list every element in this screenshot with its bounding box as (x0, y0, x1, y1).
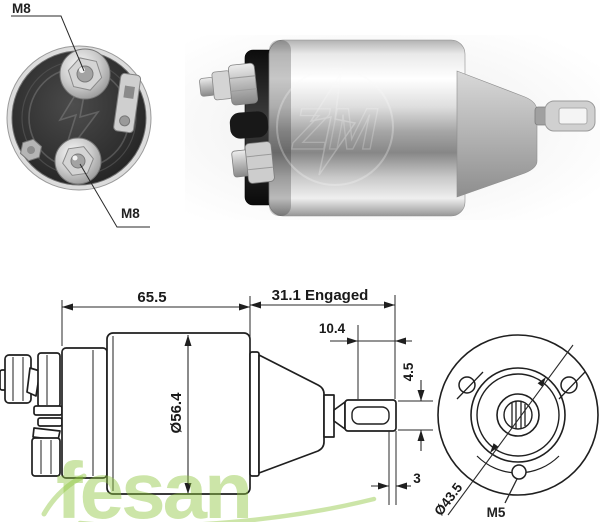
drawn-ring (249, 351, 260, 477)
screw-hole-left (458, 376, 476, 394)
leader-line-m5 (504, 478, 518, 504)
plunger-eye-hole (558, 107, 588, 125)
terminal-stud-top (59, 48, 111, 100)
zm-logo-watermark: ZM (276, 68, 394, 186)
dim-plunger-depth: 10.4 (319, 321, 346, 336)
body-shade-left (269, 40, 291, 216)
solenoid-rear-face (6, 45, 152, 191)
label-m8-top: M8 (12, 1, 31, 16)
zm-watermark-text: ZM (291, 97, 378, 162)
dim-engaged-length: 31.1 Engaged (272, 287, 369, 304)
small-nut (19, 138, 43, 162)
drawn-rod-tip (333, 401, 346, 430)
terminal-stud-assembly-bottom (231, 141, 275, 184)
drawn-terminals (0, 352, 63, 477)
terminal-stud-assembly-top (199, 62, 259, 106)
drawn-collar (323, 394, 335, 438)
fesan-watermark-text: fesan (56, 446, 250, 522)
connector-tab (113, 72, 142, 134)
dimensions-side-view: 65.5 31.1 Engaged 10.4 4.5 (61, 287, 433, 505)
dim-eye-end-width: 3 (413, 471, 421, 486)
drawn-cone (258, 354, 325, 474)
dim-body-diameter: Ø56.4 (168, 392, 185, 434)
screw-hole-right (560, 376, 578, 394)
drawing-side-view (0, 332, 397, 495)
rubber-stud (229, 111, 269, 139)
solenoid-side: ZM (199, 39, 596, 217)
leader-line-m8-bottom (79, 163, 150, 228)
drawing-end-view: Ø43.5 M5 (431, 334, 599, 520)
rear-view-photo: M8 M8 (6, 1, 152, 228)
terminal-stud-bottom (54, 137, 102, 185)
end-cap-gray (456, 70, 538, 198)
m5-stud-hole (511, 464, 527, 480)
leader-line-m8-top (11, 15, 85, 72)
dim-bolt-circle: Ø43.5 (431, 480, 465, 519)
label-m5: M5 (487, 505, 506, 520)
dim-eye-height: 4.5 (401, 362, 416, 381)
side-view-photo: ZM (185, 35, 600, 220)
fesan-watermark: fesan (41, 446, 377, 522)
dim-body-length: 65.5 (137, 289, 166, 306)
drawn-eye-slot (351, 406, 390, 425)
label-m8-bottom: M8 (121, 206, 140, 221)
technical-drawing: 65.5 31.1 Engaged 10.4 4.5 (0, 287, 599, 522)
